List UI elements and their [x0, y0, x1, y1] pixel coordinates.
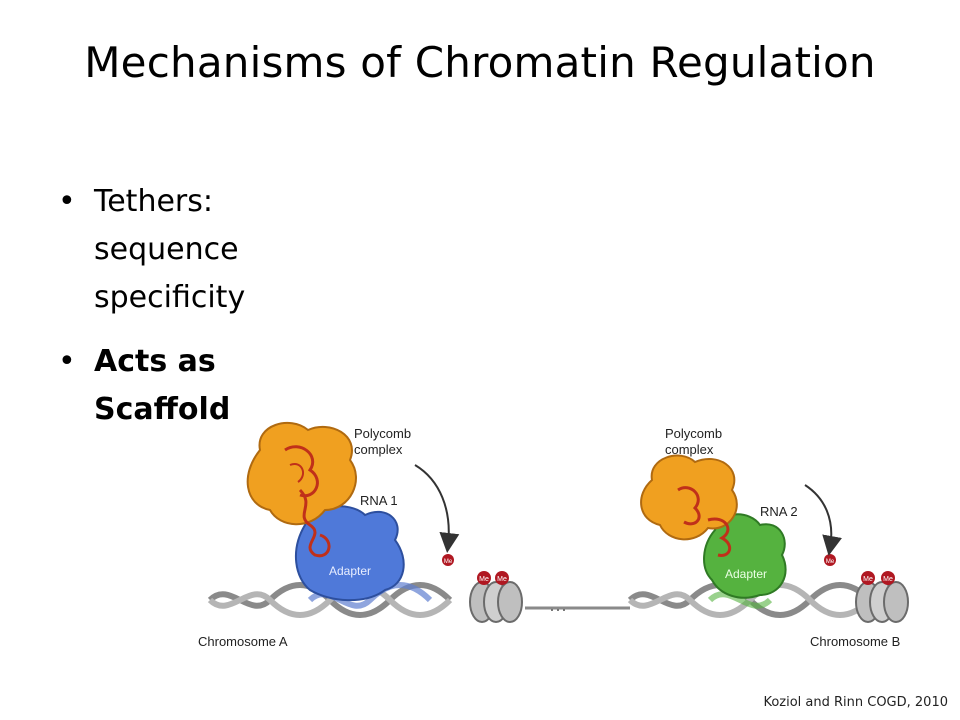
- me-label: Me: [479, 576, 489, 583]
- chromosome-label-a: Chromosome A: [198, 634, 288, 649]
- bullet-line: Acts as: [94, 344, 216, 379]
- nucleosomes-a: [469, 581, 523, 623]
- rna-label-a: RNA 1: [360, 493, 398, 508]
- rna-strand-b: [707, 517, 732, 557]
- bullet-item-scaffold: • Acts as Scaffold: [58, 338, 318, 434]
- nucleosomes-b: [855, 581, 909, 623]
- bullet-line: specificity: [94, 280, 246, 315]
- me-label: Me: [497, 576, 507, 583]
- methyl-marks-a: Me Me Me: [442, 554, 509, 585]
- bullet-line: Tethers:: [94, 184, 213, 219]
- chromosome-label-b: Chromosome B: [810, 634, 900, 649]
- adapter-label-b: Adapter: [725, 567, 767, 581]
- complex-label-a-2: complex: [354, 442, 403, 457]
- rna-label-b: RNA 2: [760, 504, 798, 519]
- adapter-label-a: Adapter: [329, 564, 371, 578]
- ellipsis-glyph: ···: [549, 599, 567, 619]
- figure-svg: Me Me Me Adapter Polycomb complex RNA 1 …: [198, 421, 909, 649]
- adapter-protein-a: [294, 505, 405, 602]
- methyl-marks-b: Me Me Me: [824, 554, 895, 585]
- slide-title: Mechanisms of Chromatin Regulation: [84, 38, 876, 87]
- polycomb-complex-b: [640, 454, 738, 541]
- bullet-list: • Tethers: sequence specificity • Acts a…: [58, 178, 318, 450]
- citation: Koziol and Rinn COGD, 2010: [763, 695, 948, 710]
- rna-strand-a: [298, 488, 331, 558]
- bullet-item-tethers: • Tethers: sequence specificity: [58, 178, 318, 322]
- bullet-line: sequence: [94, 232, 239, 267]
- polycomb-scaffold-figure: Me Me Me Adapter Polycomb complex RNA 1 …: [190, 410, 950, 670]
- me-label: Me: [883, 576, 893, 583]
- arrow-a: [414, 464, 460, 553]
- arrow-b: [804, 484, 842, 556]
- me-label: Me: [863, 576, 873, 583]
- me-label: Me: [826, 559, 835, 565]
- dna-helix-b: [627, 582, 873, 618]
- bullet-dot-icon: •: [58, 344, 76, 379]
- complex-label-b-2: complex: [665, 442, 714, 457]
- polycomb-complex-a: [246, 421, 357, 526]
- bullet-dot-icon: •: [58, 184, 76, 219]
- complex-label-a-1: Polycomb: [354, 426, 411, 441]
- bullet-line: Scaffold: [94, 392, 231, 427]
- complex-label-b-1: Polycomb: [665, 426, 722, 441]
- me-label: Me: [444, 559, 453, 565]
